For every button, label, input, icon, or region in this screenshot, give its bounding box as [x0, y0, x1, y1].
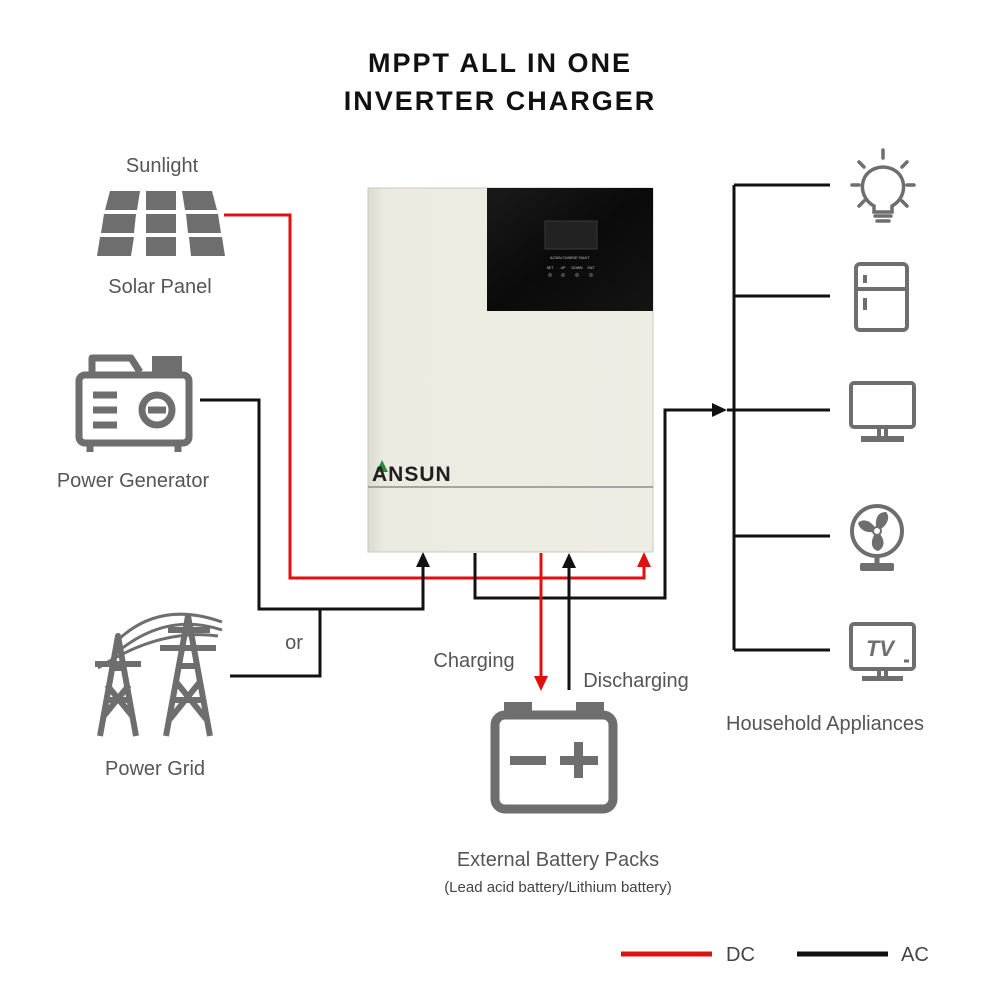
appliances-label: Household Appliances: [726, 713, 924, 735]
solar-panel-label: Solar Panel: [108, 276, 211, 298]
discharging-label: Discharging: [583, 670, 689, 692]
legend-dc-label: DC: [726, 944, 755, 966]
solar-input-arrowhead: [637, 552, 651, 567]
panel-label-charge: CHARGE: [563, 256, 579, 260]
power-grid-label: Power Grid: [105, 758, 205, 780]
inverter-brand: ANSUN: [372, 463, 452, 486]
fan-icon: [850, 504, 904, 571]
title-line-1: MPPT ALL IN ONE: [368, 48, 632, 78]
legend-ac-label: AC: [901, 944, 929, 966]
solar-panel-icon: [97, 191, 225, 256]
panel-label-acinv: AC/INV: [550, 256, 562, 260]
generator-label: Power Generator: [57, 470, 210, 492]
charging-label: Charging: [433, 650, 514, 672]
tv-icon-text: TV: [866, 636, 896, 661]
panel-label-fault: FAULT: [579, 256, 590, 260]
button-label-ent: ENT: [588, 266, 596, 270]
battery-sublabel: (Lead acid battery/Lithium battery): [444, 879, 672, 896]
light-bulb-icon: [850, 148, 916, 223]
button-label-set: SET: [547, 266, 555, 270]
inverter-button-ent: [588, 272, 594, 278]
inverter-lcd: [544, 220, 598, 250]
battery-label: External Battery Packs: [457, 849, 659, 871]
brand-logo-mark: [372, 460, 388, 481]
inverter-button-set: [547, 272, 553, 278]
sunlight-label: Sunlight: [126, 155, 199, 177]
power-grid-icon: [95, 612, 223, 737]
refrigerator-icon: [854, 262, 909, 332]
solar-dc-line: [224, 213, 646, 580]
or-label: or: [285, 632, 303, 654]
battery-icon: [490, 702, 618, 814]
ac-output-arrowhead: [712, 403, 727, 417]
ac-input-arrowhead: [416, 552, 430, 567]
monitor-icon: [849, 381, 916, 442]
inverter-button-down: [574, 272, 580, 278]
generator-icon: [75, 354, 193, 452]
inverter: AC/INV CHARGE FAULT SET UP DOWN ENT ANSU…: [367, 187, 654, 553]
button-label-down: DOWN: [571, 266, 583, 270]
title-line-2: INVERTER CHARGER: [344, 86, 657, 116]
charging-arrowhead: [534, 676, 548, 691]
grid-ac-line: [230, 609, 322, 678]
ac-output-line: [473, 408, 712, 600]
inverter-button-up: [560, 272, 566, 278]
generator-ac-line: [200, 398, 425, 611]
button-label-up: UP: [561, 266, 567, 270]
discharging-arrowhead: [562, 553, 576, 568]
tv-icon: TV: [849, 622, 916, 681]
